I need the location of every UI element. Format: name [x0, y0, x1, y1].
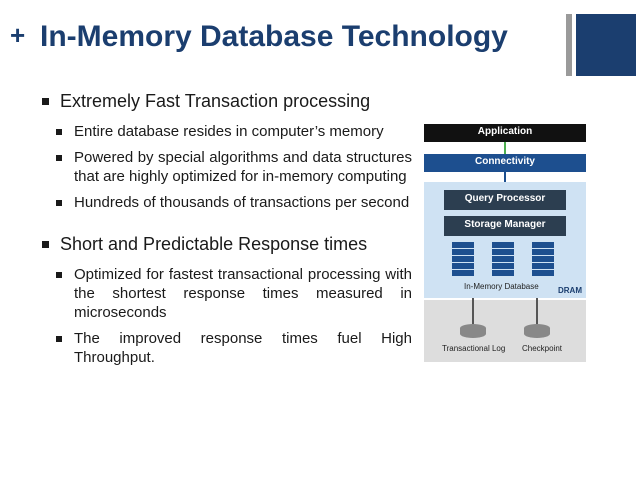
query-processor-label: Query Processor	[464, 193, 546, 204]
bullet-square-icon	[56, 200, 62, 206]
list-item-text: Powered by special algorithms and data s…	[74, 149, 412, 185]
list-item: Hundreds of thousands of transactions pe…	[42, 193, 412, 212]
plus-marker: +	[10, 20, 26, 50]
bullet-square-icon	[56, 272, 62, 278]
list-item-text: Hundreds of thousands of transactions pe…	[74, 194, 410, 211]
in-memory-db-label: In-Memory Database	[464, 282, 539, 291]
list-item-text: Entire database resides in computer’s me…	[74, 123, 384, 140]
db-stack-icon	[452, 242, 474, 276]
section-heading-text: Short and Predictable Response times	[60, 234, 368, 254]
bullet-square-icon	[56, 129, 62, 135]
dram-label: DRAM	[558, 286, 582, 295]
list-item-text: Optimized for fastest transactional proc…	[74, 266, 412, 321]
storage-manager-box	[444, 216, 566, 236]
storage-manager-label: Storage Manager	[464, 219, 546, 230]
bullet-square-icon	[42, 98, 49, 105]
bullet-square-icon	[56, 336, 62, 342]
list-item-text: The improved response times fuel High Th…	[74, 330, 412, 366]
db-stack-icon	[492, 242, 514, 276]
connectivity-box	[424, 154, 586, 172]
list-item: Powered by special algorithms and data s…	[42, 148, 412, 186]
storage-area	[424, 300, 586, 362]
query-processor-box	[444, 190, 566, 210]
transactional-log-label: Transactional Log	[442, 344, 506, 353]
arrow-app-connect-icon	[504, 142, 506, 154]
db-stack-icon	[532, 242, 554, 276]
list-item: Optimized for fastest transactional proc…	[42, 265, 412, 322]
arrow-connect-dram-icon	[504, 172, 506, 182]
section-heading-text: Extremely Fast Transaction processing	[60, 91, 371, 111]
bullet-list: Extremely Fast Transaction processing En…	[42, 90, 412, 374]
application-label: Application	[477, 126, 533, 137]
bullet-square-icon	[56, 155, 62, 161]
decor-bar-thick	[576, 14, 636, 76]
transactional-log-icon	[460, 324, 486, 338]
section-heading: Short and Predictable Response times	[42, 233, 412, 255]
connectivity-label: Connectivity	[474, 156, 535, 167]
list-item: Entire database resides in computer’s me…	[42, 122, 412, 141]
checkpoint-icon	[524, 324, 550, 338]
application-box	[424, 124, 586, 142]
list-item: The improved response times fuel High Th…	[42, 329, 412, 367]
architecture-diagram: Application Connectivity DRAM Query Proc…	[424, 124, 586, 362]
checkpoint-label: Checkpoint	[522, 344, 563, 353]
slide-title: In-Memory Database Technology	[40, 20, 508, 53]
arrow-log-icon	[472, 298, 474, 324]
arrow-checkpoint-icon	[536, 298, 538, 324]
bullet-square-icon	[42, 241, 49, 248]
section-heading: Extremely Fast Transaction processing	[42, 90, 412, 112]
decor-bar-thin	[566, 14, 572, 76]
